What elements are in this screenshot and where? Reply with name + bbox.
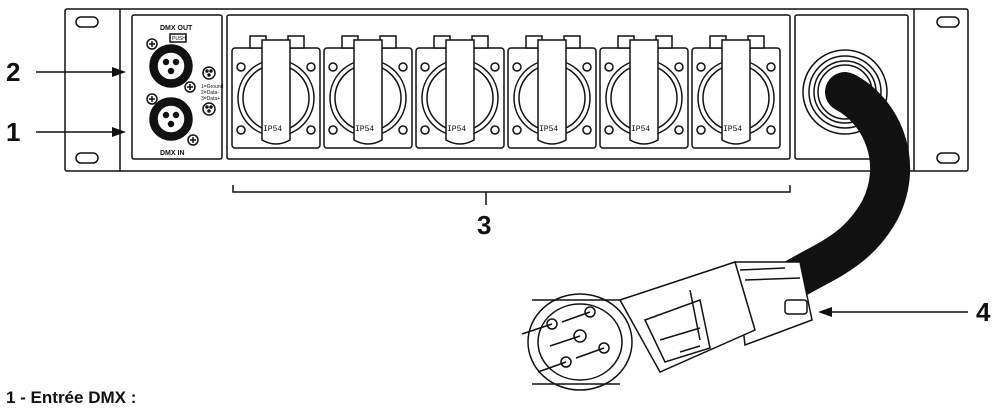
pin-legend-2: 2=Data- <box>201 90 219 96</box>
dmx-in-connector <box>146 93 199 146</box>
dmx-out-connector <box>146 38 196 93</box>
socket-ip-rating: IP54 <box>631 125 650 134</box>
caption: 1 - Entrée DMX : <box>6 388 137 407</box>
callout-arrows <box>36 67 968 317</box>
power-socket: IP54 <box>323 35 413 149</box>
callout-4: 4 <box>976 297 991 327</box>
socket-row: IP54 IP54 IP54 IP54 IP54 IP54 <box>231 35 781 149</box>
socket-ip-rating: IP54 <box>263 125 282 134</box>
socket-ip-rating: IP54 <box>447 125 466 134</box>
power-socket: IP54 <box>231 35 321 149</box>
rack-ear-slot <box>75 16 99 28</box>
dmx-in-label: DMX IN <box>160 150 185 157</box>
rack-ear-slot <box>936 16 960 28</box>
power-socket: IP54 <box>415 35 505 149</box>
dmx-panel: DMX OUT PUSH 1=Ground 2=Data- <box>131 14 224 160</box>
dmx-out-label: DMX OUT <box>160 25 193 32</box>
socket-ip-rating: IP54 <box>539 125 558 134</box>
callout-2: 2 <box>6 57 20 87</box>
power-socket: IP54 <box>507 35 597 149</box>
pin-diagram-icon <box>202 66 216 116</box>
pin-legend-1: 1=Ground <box>201 84 224 90</box>
socket-ip-rating: IP54 <box>355 125 374 134</box>
power-socket: IP54 <box>599 35 689 149</box>
pin-legend-3: 3=Data+ <box>201 96 220 102</box>
callout-3: 3 <box>477 210 491 240</box>
push-label: PUSH <box>172 36 186 42</box>
socket-ip-rating: IP54 <box>723 125 742 134</box>
cee-plug <box>521 261 813 391</box>
rack-ear-slot <box>75 152 99 164</box>
power-socket: IP54 <box>691 35 781 149</box>
rack-ear-slot <box>936 152 960 164</box>
power-cable <box>765 72 911 305</box>
callout-1: 1 <box>6 117 20 147</box>
